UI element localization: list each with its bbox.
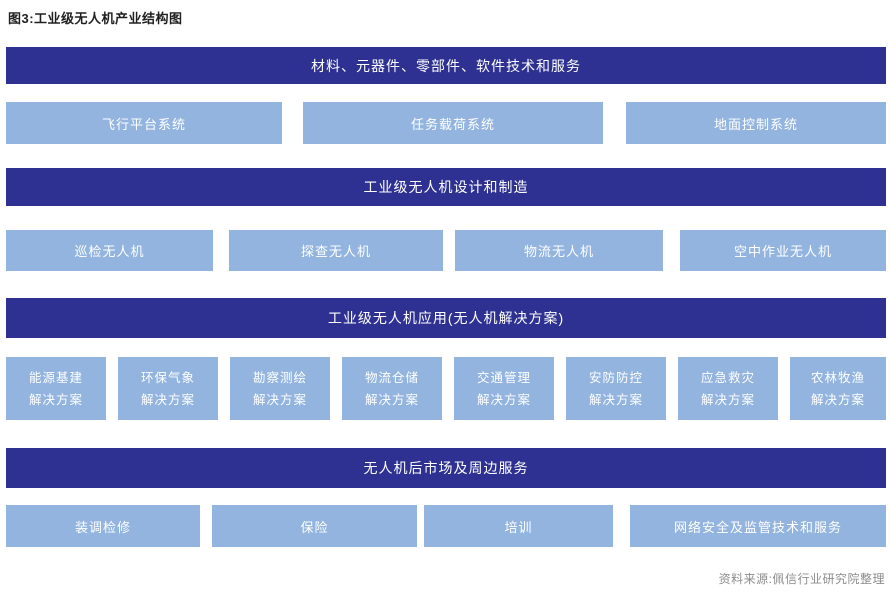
box-label-line2: 解决方案 — [476, 392, 531, 407]
box-label-line1: 能源基建 — [28, 370, 83, 385]
band-applications-solutions: 工业级无人机应用(无人机解决方案) — [6, 298, 886, 338]
box-label-line2: 解决方案 — [700, 392, 755, 407]
source-note: 资料来源:佩信行业研究院整理 — [718, 572, 885, 586]
box-ground-control-system: 地面控制系统 — [626, 102, 886, 144]
box-label-line1: 勘察测绘 — [252, 370, 307, 385]
box-label-line1: 物流仓储 — [364, 370, 419, 385]
box-mission-payload-system: 任务载荷系统 — [303, 102, 603, 144]
box-label-line2: 解决方案 — [588, 392, 643, 407]
box-energy-infrastructure-solution: 能源基建 解决方案 — [6, 357, 106, 420]
box-label-line1: 应急救灾 — [700, 370, 755, 385]
box-label-line2: 解决方案 — [810, 392, 865, 407]
box-assembly-maintenance: 装调检修 — [6, 505, 200, 547]
box-exploration-drone: 探查无人机 — [229, 230, 443, 271]
band-aftermarket-services: 无人机后市场及周边服务 — [6, 448, 886, 488]
box-label-line1: 环保气象 — [140, 370, 195, 385]
box-label-line1: 交通管理 — [476, 370, 531, 385]
box-insurance: 保险 — [212, 505, 417, 547]
box-training: 培训 — [424, 505, 613, 547]
box-label-line2: 解决方案 — [252, 392, 307, 407]
box-label-line2: 解决方案 — [140, 392, 195, 407]
box-logistics-warehousing-solution: 物流仓储 解决方案 — [342, 357, 442, 420]
box-aerial-operations-drone: 空中作业无人机 — [680, 230, 886, 271]
box-traffic-management-solution: 交通管理 解决方案 — [454, 357, 554, 420]
figure-title: 图3:工业级无人机产业结构图 — [8, 11, 183, 26]
box-emergency-rescue-solution: 应急救灾 解决方案 — [678, 357, 778, 420]
box-label-line1: 农林牧渔 — [810, 370, 865, 385]
box-survey-mapping-solution: 勘察测绘 解决方案 — [230, 357, 330, 420]
box-environment-weather-solution: 环保气象 解决方案 — [118, 357, 218, 420]
box-security-control-solution: 安防防控 解决方案 — [566, 357, 666, 420]
box-label-line2: 解决方案 — [28, 392, 83, 407]
box-inspection-drone: 巡检无人机 — [6, 230, 213, 271]
box-cybersecurity-regulation-services: 网络安全及监管技术和服务 — [630, 505, 886, 547]
band-design-manufacturing: 工业级无人机设计和制造 — [6, 168, 886, 206]
box-agriculture-forestry-solution: 农林牧渔 解决方案 — [790, 357, 886, 420]
box-label-line2: 解决方案 — [364, 392, 419, 407]
box-logistics-drone: 物流无人机 — [455, 230, 663, 271]
box-flight-platform-system: 飞行平台系统 — [6, 102, 282, 144]
box-label-line1: 安防防控 — [588, 370, 643, 385]
band-materials-components-software: 材料、元器件、零部件、软件技术和服务 — [6, 47, 886, 84]
